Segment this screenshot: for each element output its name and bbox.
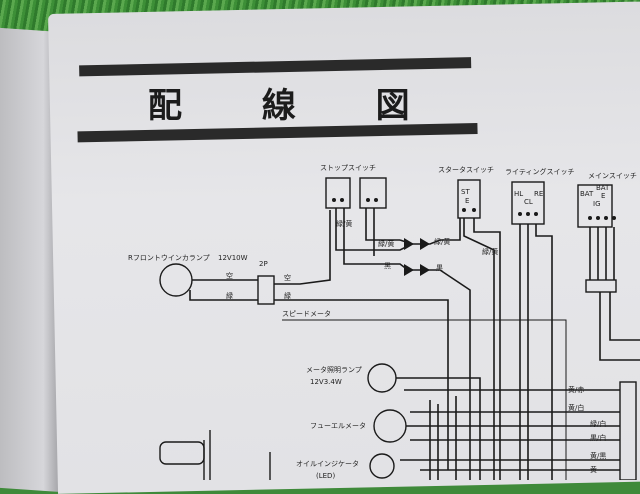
diodes (404, 238, 430, 276)
label-stop-switch: ストップスイッチ (320, 164, 376, 172)
label-front-winker-spec: 12V10W (218, 254, 248, 262)
oil-indicator-lamp (369, 453, 395, 479)
starter-switch-box (457, 179, 481, 219)
wire-label-black-1: 黒 (384, 262, 391, 270)
label-main-switch: メインスイッチ (588, 172, 637, 180)
wire-label-green-yellow-2: 緑/黄 (434, 237, 450, 246)
terminal-lighting-re: RE (534, 190, 543, 198)
label-connector-2p: 2P (259, 260, 268, 268)
label-lighting-switch: ライティングスイッチ (505, 167, 574, 176)
wire-label-green-white: 緑/白 (590, 419, 606, 428)
connector-2p-box (257, 275, 275, 305)
wire-label-green-yellow-3: 緑/黄 (482, 247, 498, 256)
main-switch-connector (585, 279, 617, 293)
main-switch-box (577, 184, 613, 228)
wire-label-yellow: 黄 (590, 465, 597, 474)
terminal-lighting-cl: CL (524, 198, 533, 206)
wire-label-green-1: 緑 (226, 291, 233, 300)
label-meter-lamp: メータ照明ランプ (306, 365, 362, 374)
wire-label-black-2: 黒 (436, 264, 443, 272)
front-winker-lamp (159, 263, 193, 297)
wiring-diagram: ストップスイッチ スタータスイッチ ライティングスイッチ メインスイッチ Rフロ… (128, 164, 640, 480)
page-title: 配 線 図 (148, 86, 444, 126)
terminal-lighting-hl: HL (514, 190, 523, 198)
label-fuel-meter: フューエルメータ (310, 421, 366, 430)
stop-switch-box-left (325, 177, 351, 209)
wire-label-black-white: 黒/白 (590, 433, 606, 442)
terminal-main-bat2: BAT (596, 184, 610, 192)
wire-label-sky-2: 空 (284, 273, 291, 282)
headlight-bulb (159, 441, 205, 465)
stop-switch-box-right (359, 177, 387, 209)
headlight-wires (203, 430, 271, 480)
terminal-main-ig: IG (593, 200, 601, 208)
wire-label-green-2: 緑 (284, 291, 291, 300)
speed-meter-frame (282, 319, 567, 480)
label-oil-indicator-spec: (LED) (316, 472, 335, 480)
label-front-winker: Rフロントウインカランプ (128, 254, 210, 262)
terminal-dots (332, 198, 616, 220)
terminal-starter-e: E (465, 197, 469, 205)
wire-label-yellow-white: 黄/白 (568, 403, 584, 412)
fuel-meter (373, 409, 407, 443)
wire-label-sky-1: 空 (226, 271, 233, 280)
terminal-starter-st: ST (461, 188, 470, 196)
label-meter-lamp-spec: 12V3.4W (310, 378, 342, 386)
wire-label-green-yellow-1: 緑/黄 (378, 239, 394, 248)
label-speed-meter: スピードメータ (282, 309, 331, 318)
label-starter-switch: スタータスイッチ (438, 165, 494, 174)
wire-label-yellow-red: 黄/赤 (568, 385, 584, 394)
wire-label-green-yellow-v: 緑/黄 (336, 219, 352, 228)
wire-label-yellow-black: 黄/黒 (590, 451, 606, 460)
terminal-main-e: E (601, 192, 605, 200)
right-connector (619, 381, 637, 480)
meter-lamp (367, 363, 397, 393)
label-oil-indicator: オイルインジケータ (296, 459, 359, 468)
wire-harness (189, 208, 640, 480)
terminal-main-bat: BAT (580, 190, 594, 198)
